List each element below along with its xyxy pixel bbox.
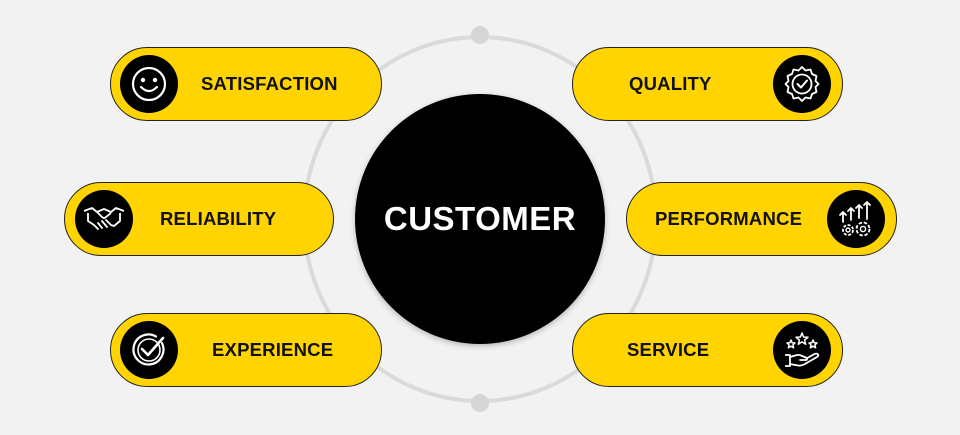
pill-experience: EXPERIENCE <box>110 313 382 387</box>
smiley-face-icon <box>120 55 178 113</box>
orbit-dot-top <box>471 26 489 44</box>
pill-label: EXPERIENCE <box>212 339 334 360</box>
handshake-icon <box>75 190 133 248</box>
pill-label: RELIABILITY <box>160 208 277 229</box>
pill-performance: PERFORMANCE <box>626 182 897 256</box>
pill-satisfaction: SATISFACTION <box>110 47 382 121</box>
pill-reliability: RELIABILITY <box>64 182 334 256</box>
quality-badge-icon <box>773 55 831 113</box>
pill-quality: QUALITY <box>572 47 843 121</box>
orbit-dot-bottom <box>471 394 489 412</box>
pill-label: SERVICE <box>627 339 710 360</box>
pill-label: SATISFACTION <box>201 73 338 94</box>
pill-label: PERFORMANCE <box>655 208 803 229</box>
center-circle: CUSTOMER <box>355 94 605 344</box>
pill-label: QUALITY <box>629 73 712 94</box>
pill-service: SERVICE <box>572 313 843 387</box>
growth-gears-icon <box>827 190 885 248</box>
center-label: CUSTOMER <box>383 200 577 237</box>
hand-stars-icon <box>773 321 831 379</box>
checkmark-circle-icon <box>120 321 178 379</box>
